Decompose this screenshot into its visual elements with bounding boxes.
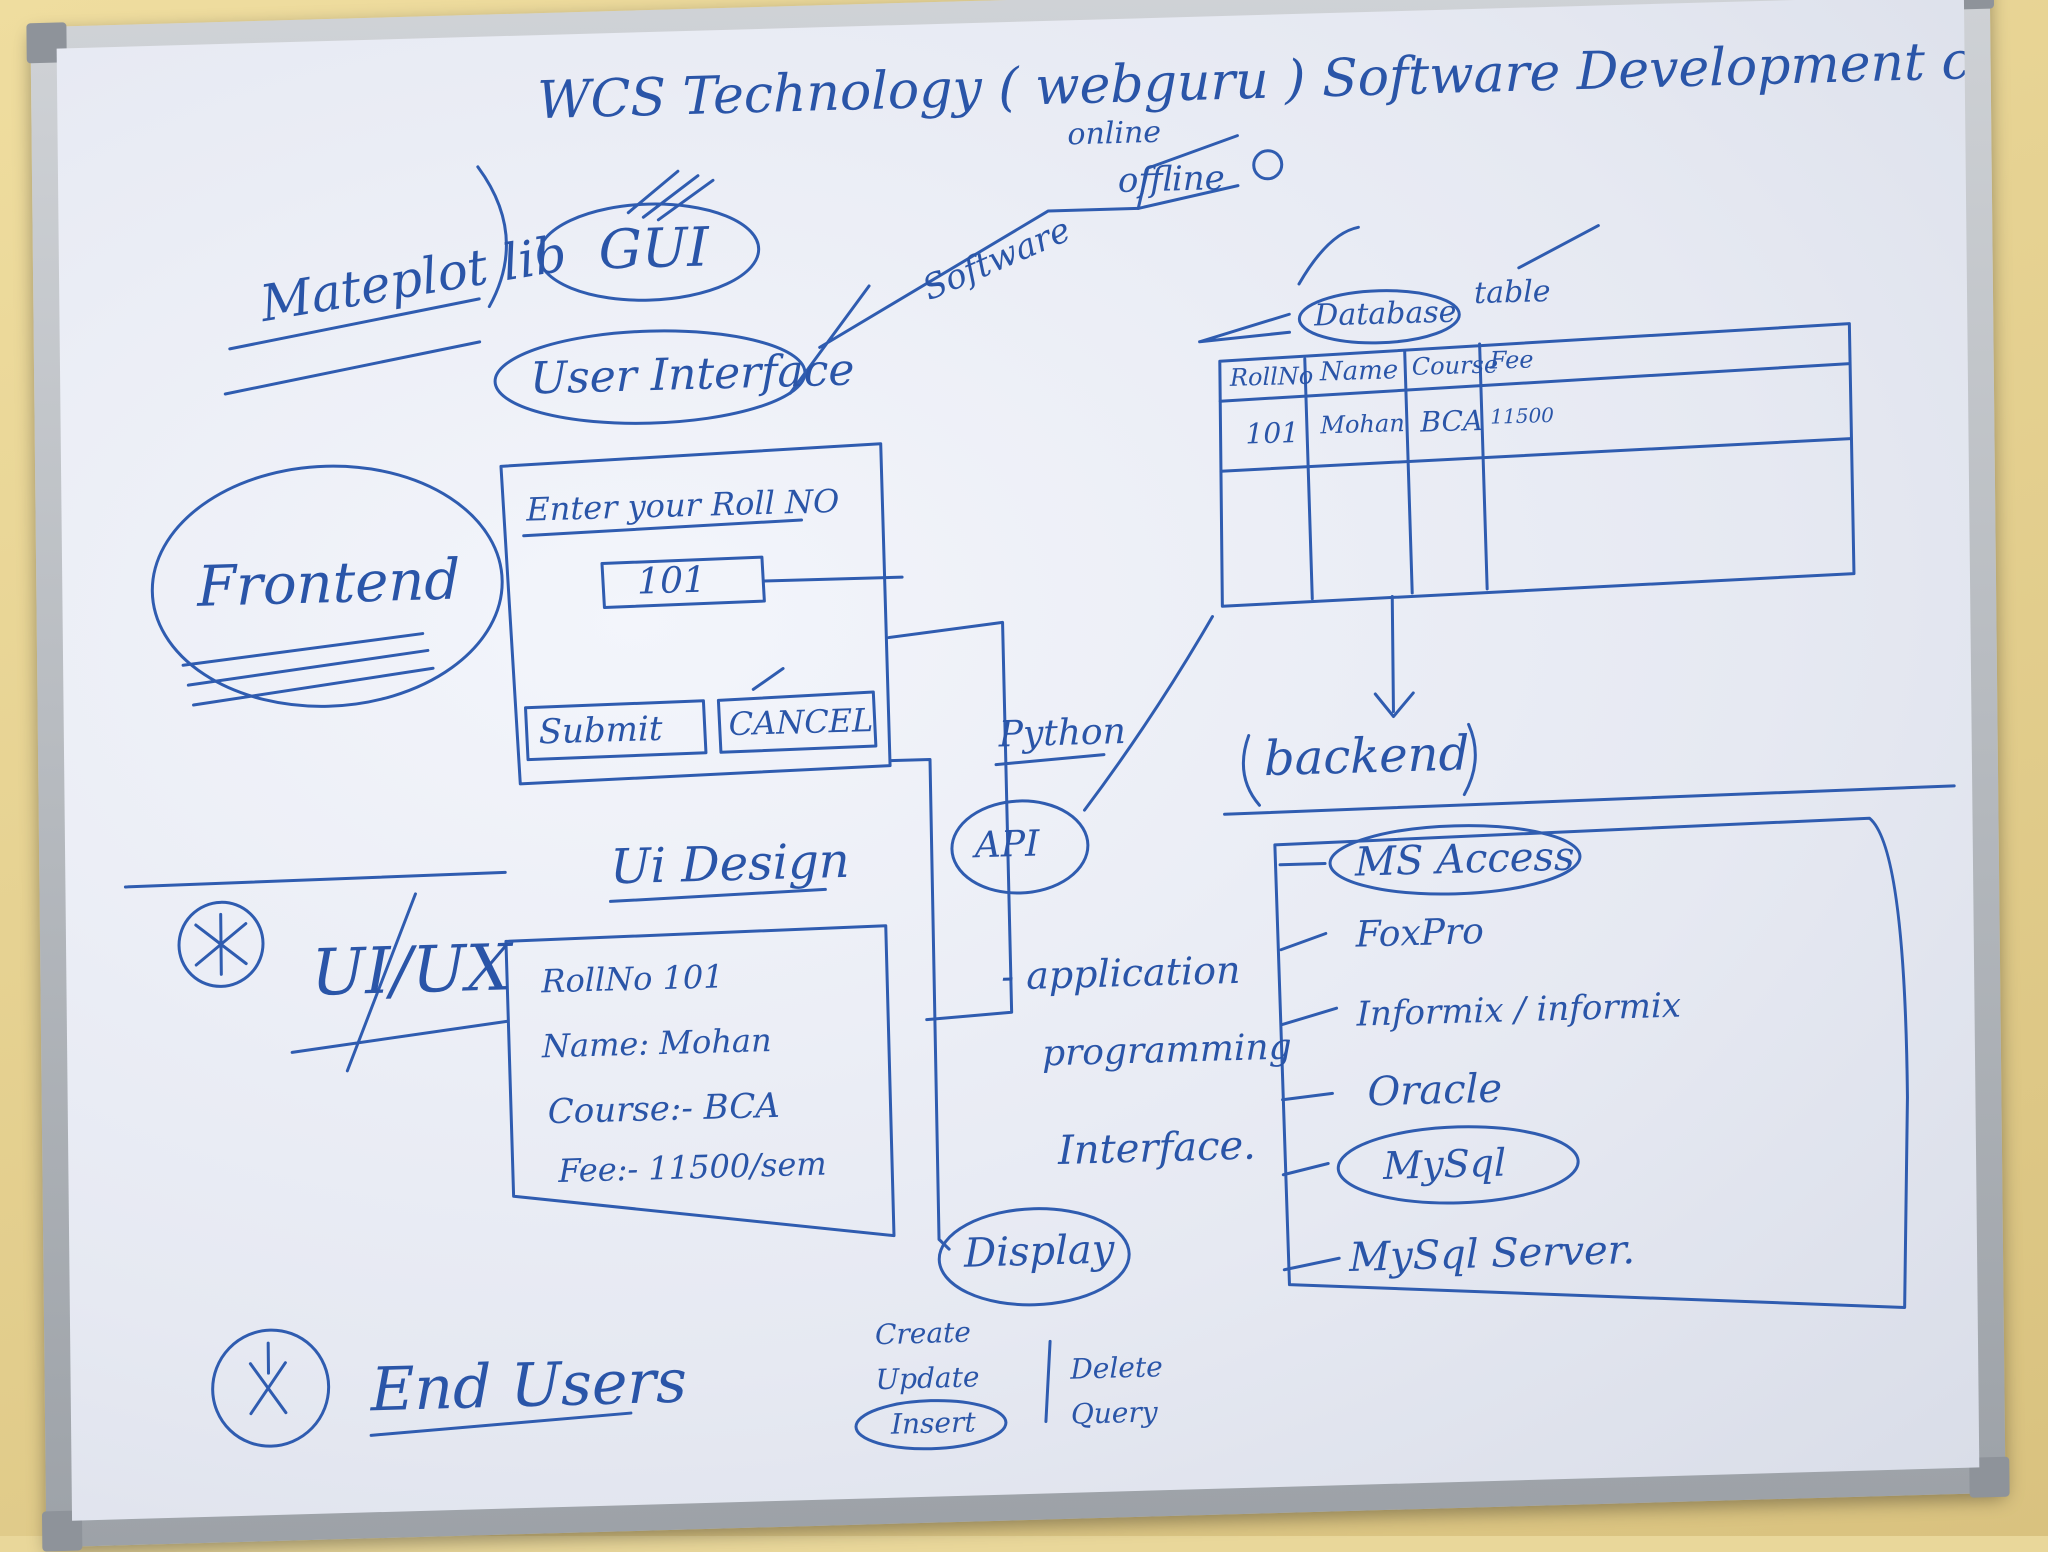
insert-ellipse <box>854 1399 1008 1451</box>
table-header-course: Course <box>1411 350 1499 381</box>
backend-label: backend <box>1263 725 1470 788</box>
table-cell-roll: 101 <box>1245 416 1300 451</box>
db-oracle: Oracle <box>1367 1065 1503 1116</box>
end-user-circle <box>211 1328 331 1448</box>
database-arrow <box>1198 312 1291 344</box>
mateplotlib-underline <box>223 297 482 396</box>
api-ellipse <box>950 799 1090 895</box>
submit-box <box>524 699 708 762</box>
whiteboard: WCS Technology ( webguru ) Software Deve… <box>56 0 1980 1521</box>
uiux-label: UI/UX <box>310 931 512 1011</box>
asterisk-mark <box>194 912 248 976</box>
board-divider-left <box>123 870 507 889</box>
python-label: Python <box>998 710 1126 756</box>
crud-query: Query <box>1070 1395 1158 1431</box>
whiteboard-drawings <box>123 134 1956 1451</box>
database-ellipse <box>1297 289 1461 345</box>
ui-design-underline <box>609 887 827 903</box>
crud-create: Create <box>874 1315 972 1352</box>
arrow-to-backend <box>1373 594 1415 718</box>
end-users-underline <box>369 1411 633 1437</box>
frontend-underlines <box>181 632 435 707</box>
table-leader <box>1517 224 1600 270</box>
uiux-slash <box>290 892 509 1073</box>
gui-ellipse <box>537 202 761 302</box>
table-row-lines <box>1218 362 1853 473</box>
db-mysql-server: MySql Server. <box>1348 1226 1636 1281</box>
offline-label: offline <box>1117 157 1225 201</box>
online-label: online <box>1067 114 1162 153</box>
crud-insert: Insert <box>890 1405 976 1441</box>
result-course: Course:- BCA <box>547 1085 780 1133</box>
gui-strokes <box>626 169 715 222</box>
board-divider-right <box>1223 784 1956 816</box>
frontend-label: Frontend <box>196 547 461 620</box>
crud-update: Update <box>875 1360 980 1397</box>
api-expansion-line2: programming <box>1041 1026 1292 1075</box>
table-column-lines <box>1303 342 1489 601</box>
table-word-label: table <box>1473 273 1551 312</box>
connector-form-api <box>887 620 1014 1022</box>
input-connector <box>762 575 904 583</box>
display-label: Display <box>963 1226 1115 1277</box>
api-expansion-line1: - application <box>1001 947 1241 999</box>
user-interface-label: User Interface <box>529 344 855 405</box>
table-header-rollno: RollNo <box>1229 361 1314 392</box>
database-table <box>1218 322 1856 608</box>
connector-form-display <box>888 757 951 1251</box>
table-cell-name: Mohan <box>1320 409 1405 440</box>
form-box <box>499 442 892 786</box>
software-line <box>788 206 1140 395</box>
cancel-box <box>716 690 878 754</box>
database-leader <box>1297 225 1360 286</box>
table-cell-course: BCA <box>1420 403 1484 439</box>
mysql-ellipse <box>1336 1125 1580 1205</box>
api-label: API <box>974 823 1040 867</box>
gui-label: GUI <box>598 215 709 282</box>
submit-label: Submit <box>538 708 663 753</box>
frontend-circle <box>150 464 504 708</box>
result-box <box>504 924 896 1238</box>
rollno-input-value: 101 <box>636 559 707 603</box>
result-name: Name: Mohan <box>541 1020 772 1066</box>
db-list-container <box>1273 816 1909 1309</box>
online-offline-bracket <box>1136 134 1240 210</box>
cancel-check <box>751 667 785 691</box>
whiteboard-frame: WCS Technology ( webguru ) Software Deve… <box>26 0 2010 1552</box>
db-informix: Informix / informix <box>1356 985 1682 1035</box>
database-label: Database <box>1314 294 1457 334</box>
crud-divider <box>1044 1339 1052 1423</box>
result-fee: Fee:- 11500/sem <box>558 1144 827 1190</box>
msaccess-ellipse <box>1328 824 1582 896</box>
ui-design-label: Ui Design <box>609 832 850 896</box>
form-label-underline <box>522 518 804 538</box>
python-underline <box>994 753 1106 767</box>
table-cell-fee: 11500 <box>1490 402 1555 429</box>
circled-asterisk <box>177 900 265 988</box>
end-user-figure <box>248 1341 288 1416</box>
mateplotlib-bracket <box>476 165 508 309</box>
display-ellipse <box>937 1207 1131 1307</box>
crud-delete: Delete <box>1070 1350 1163 1386</box>
api-to-database-line <box>1083 615 1214 812</box>
db-list-bullets <box>1278 861 1341 1272</box>
db-msaccess: MS Access <box>1354 833 1575 886</box>
db-foxpro: FoxPro <box>1355 911 1485 956</box>
result-roll: RollNo 101 <box>541 957 724 1001</box>
db-mysql: MySql <box>1382 1140 1507 1188</box>
circled-two <box>1252 149 1284 181</box>
rollno-input-box <box>600 555 766 609</box>
table-header-fee: Fee <box>1489 345 1534 375</box>
backend-brackets <box>1241 722 1477 807</box>
form-label: Enter your Roll NO <box>526 481 840 529</box>
api-expansion-line3: Interface. <box>1057 1122 1257 1175</box>
cancel-label: CANCEL <box>728 701 874 744</box>
end-users-label: End Users <box>370 1346 688 1426</box>
table-header-name: Name <box>1319 355 1399 388</box>
